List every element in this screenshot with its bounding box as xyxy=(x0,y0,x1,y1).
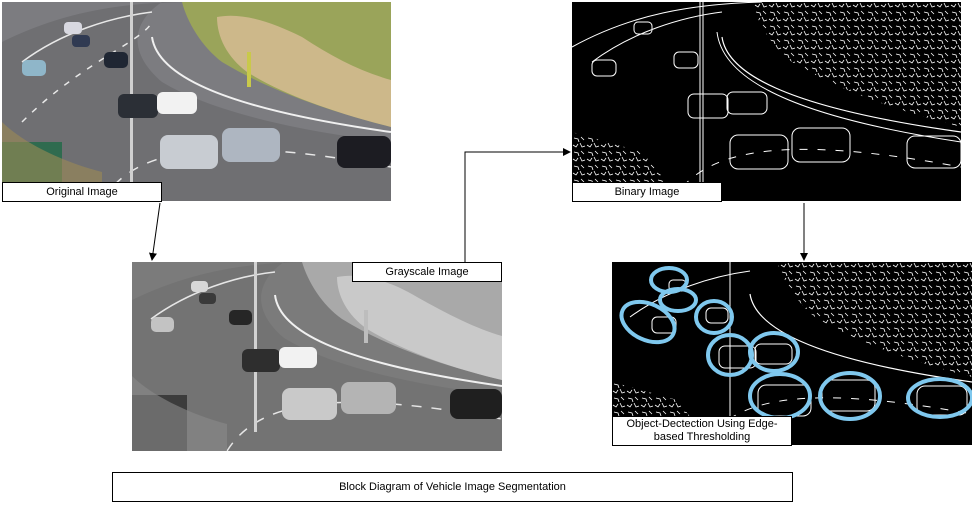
edge-grayscale-to-binary xyxy=(464,148,571,262)
original-image xyxy=(2,2,391,201)
node-detection-label: Object-Dectection Using Edge-based Thres… xyxy=(612,416,792,446)
node-binary-label: Binary Image xyxy=(572,182,722,202)
grayscale-image xyxy=(132,262,502,451)
diagram-title: Block Diagram of Vehicle Image Segmentat… xyxy=(112,472,793,502)
node-original-label: Original Image xyxy=(2,182,162,202)
node-grayscale-label: Grayscale Image xyxy=(352,262,502,282)
edge-original-to-grayscale xyxy=(149,202,161,261)
